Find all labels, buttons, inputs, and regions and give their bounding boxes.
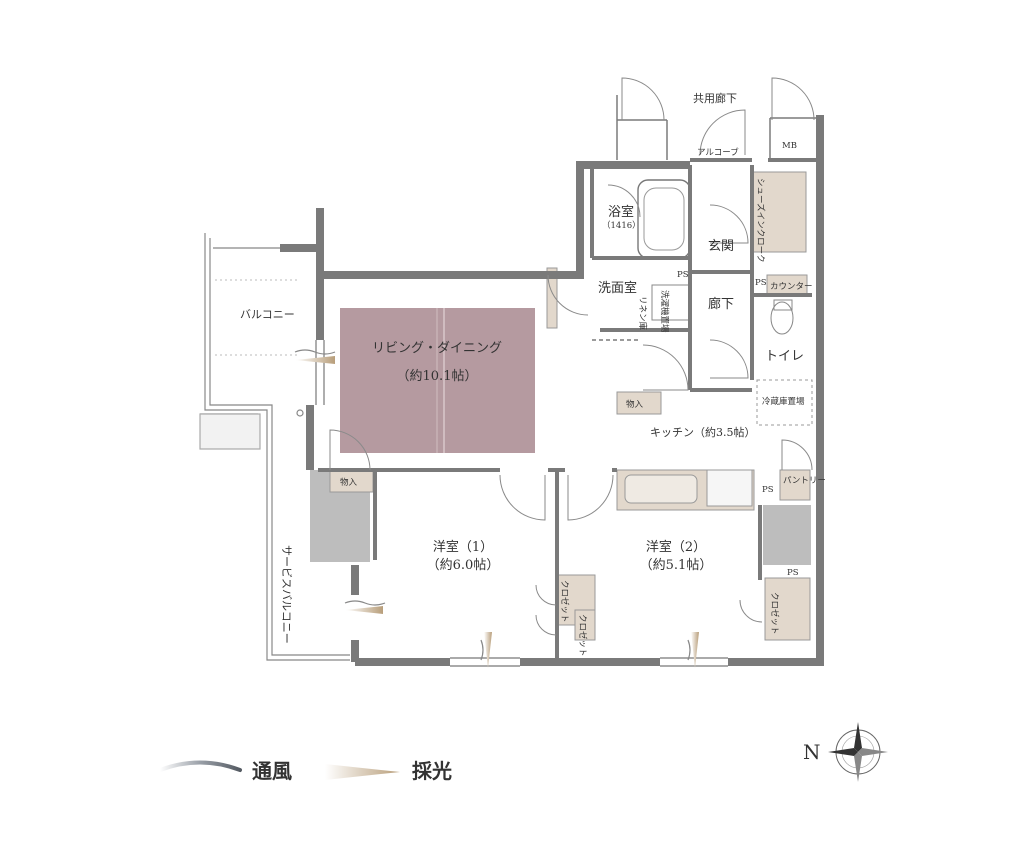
washroom-label: 洗面室 [598, 280, 637, 296]
fridge-space [756, 379, 813, 426]
living-label: リビング・ダイニング [372, 341, 502, 356]
plan-ventilation-markers [294, 349, 691, 661]
door-swings [329, 77, 815, 636]
bedroom1-label: 洋室（1） [433, 539, 493, 555]
ps-label-4: PS [787, 568, 799, 578]
living-floor [340, 308, 535, 453]
bedroom2-size: （約5.1帖） [640, 558, 713, 573]
service-balcony-label: サービスバルコニー [280, 545, 293, 644]
bath-size: （1416） [602, 220, 641, 231]
linen-label: リネン庫 [637, 296, 648, 331]
interior-walls [318, 158, 816, 660]
toilet-label: トイレ [765, 349, 804, 364]
compass-needle-icon [854, 722, 862, 752]
counter-label: カウンター [770, 282, 813, 292]
living-size: （約10.1帖） [397, 369, 478, 384]
balcony-railing [215, 279, 300, 356]
kitchen-sink [624, 474, 698, 504]
mb-label: MB [782, 141, 797, 151]
balcony-area [199, 233, 350, 661]
entrance-label: 玄関 [708, 239, 734, 254]
bedroom2-label: 洋室（2） [646, 539, 706, 555]
linen-shelf [546, 267, 558, 329]
closet1-label: クロゼット [559, 580, 570, 623]
closet2-label: クロゼット [769, 592, 780, 635]
washer-space [651, 284, 691, 321]
storage-kitchen-label: 物入 [626, 399, 644, 410]
bathtub [637, 179, 691, 259]
ps-label-1: PS [677, 270, 689, 280]
legend: 通風 採光 [158, 759, 452, 783]
compass-north-label: N [803, 740, 821, 764]
storage-living-label: 物入 [340, 477, 358, 488]
storage-kitchen [616, 391, 662, 415]
ps-label-3: PS [762, 485, 774, 495]
walls [280, 115, 824, 666]
legend-ventilation-label: 通風 [252, 759, 292, 783]
shoe-closet-label: シューズインクローク [755, 178, 766, 263]
closet-2 [764, 577, 811, 641]
closet1b-label: クロゼット [577, 614, 588, 657]
legend-daylight-label: 採光 [412, 759, 452, 783]
pantry-label: パントリー [783, 476, 826, 486]
stove [706, 469, 753, 507]
ventilation-swatch [158, 760, 242, 772]
bedroom1-size: （約6.0帖） [427, 558, 500, 573]
pantry [779, 469, 811, 501]
balcony-label: バルコニー [240, 308, 295, 321]
fridge-label: 冷蔵庫置場 [762, 396, 805, 407]
plan-daylight-markers [295, 356, 699, 668]
washer-label: 洗濯機置場 [659, 290, 670, 333]
shared-corridor-label: 共用廊下 [693, 91, 737, 105]
wall-shaft-right [763, 505, 811, 565]
toilet-fixture [770, 301, 794, 335]
bath-label: 浴室 [608, 204, 634, 220]
corridor-lines [592, 95, 822, 341]
daylight-swatch [325, 764, 400, 780]
alcove-label: アルコーブ [697, 147, 739, 158]
kitchen-label: キッチン（約3.5帖） [650, 425, 756, 439]
hallway-label: 廊下 [708, 296, 734, 312]
ps-label-2: PS [755, 278, 767, 288]
compass: N [803, 722, 888, 782]
closet-1b [574, 609, 596, 641]
